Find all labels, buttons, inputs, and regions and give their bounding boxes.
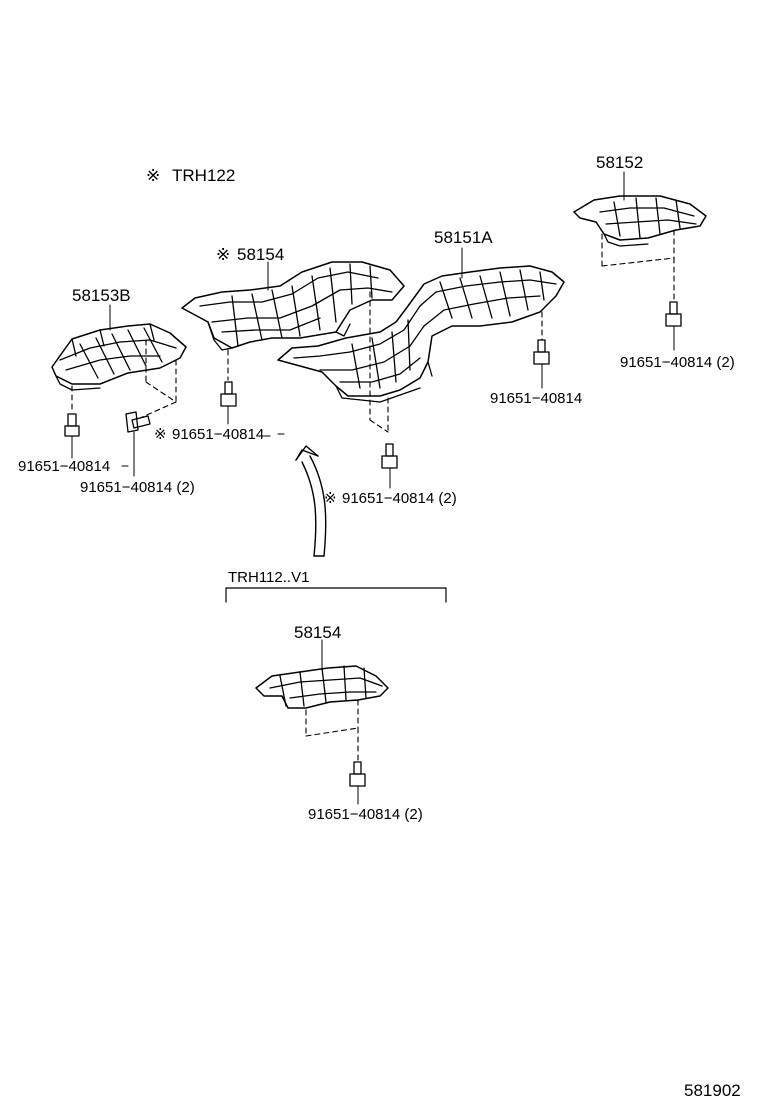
bolt-label-center-mark: 91651−40814 — [172, 426, 265, 443]
label-leader-stubs — [121, 433, 285, 467]
part-label-58154-marker: ※ — [216, 245, 231, 264]
bolt-left-single-icon — [64, 413, 80, 459]
bolt-label-right-pair: 91651−40814 (2) — [620, 354, 735, 371]
bolt-label-left-pair: 91651−40814 (2) — [80, 479, 195, 496]
attachment-dashed-lines — [71, 229, 675, 761]
bolt-label-mid-right: 91651−40814 — [490, 390, 583, 407]
panel-58151a — [277, 265, 565, 403]
bolt-label-center-marker: ※ — [154, 426, 167, 443]
bolt-center-mark-icon — [220, 381, 237, 425]
panel-58152 — [573, 195, 707, 247]
bolt-bottom-pair-icon — [349, 761, 366, 805]
bolt-label-left-single: 91651−40814 — [18, 458, 111, 475]
diagram-code: 581902 — [684, 1081, 741, 1100]
bolt-mid-right-icon — [533, 339, 550, 389]
part-label-58151a: 58151A — [434, 228, 493, 247]
panel-58154-bottom — [255, 665, 389, 709]
variant-arrow-icon — [295, 445, 327, 557]
bolt-label-bottom-pair: 91651−40814 (2) — [308, 806, 423, 823]
note-marker: ※ — [146, 166, 161, 185]
variant-label: TRH112..V1 — [228, 569, 310, 586]
part-label-58154-bottom: 58154 — [294, 623, 342, 642]
panel-58153b — [51, 323, 187, 391]
part-label-58152: 58152 — [596, 153, 644, 172]
note-model-label: TRH122 — [172, 166, 236, 185]
panel-58154-top — [181, 261, 405, 351]
part-label-58154-top: 58154 — [237, 245, 285, 264]
bolt-label-center-pair: 91651−40814 (2) — [342, 490, 457, 507]
bolt-left-pair-icon — [125, 411, 151, 477]
bolt-right-pair-icon — [665, 301, 682, 351]
bolt-center-pair-icon — [381, 443, 398, 489]
part-label-58153b: 58153B — [72, 286, 131, 305]
bolt-label-center-pair-marker: ※ — [324, 490, 337, 507]
variant-bracket — [225, 587, 447, 603]
